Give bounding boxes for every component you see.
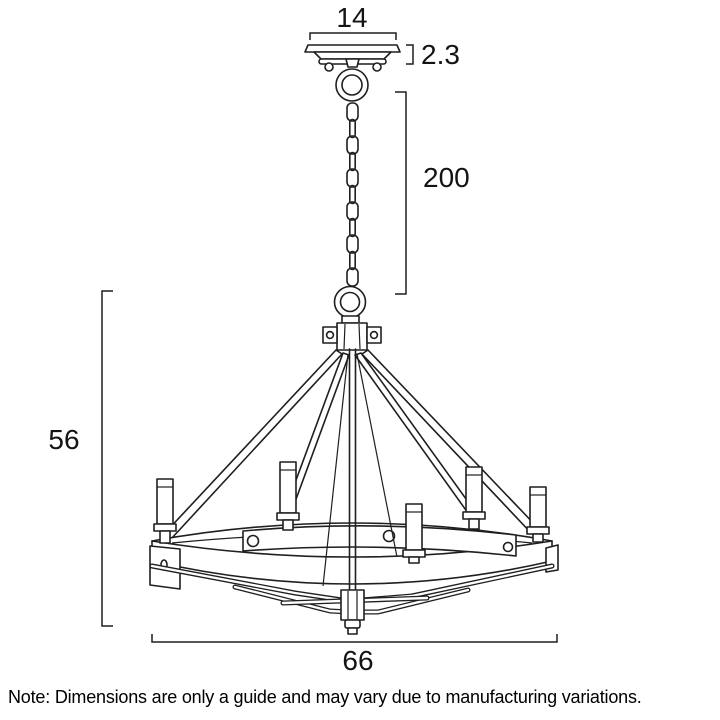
wheel-band [149, 522, 559, 590]
top-hook-ring [335, 68, 369, 102]
band-rivet-hole [502, 541, 514, 553]
canopy-finial-left [324, 62, 334, 72]
band-rivet-hole [246, 534, 260, 548]
bottom-hub [340, 589, 365, 621]
hub-bolt-left [322, 326, 338, 344]
dim-fixture-height: 56 [48, 290, 113, 627]
canopy-finial-right [372, 62, 382, 72]
candle-front-left [276, 461, 300, 531]
center-rod [322, 348, 398, 593]
hanging-chain [346, 102, 359, 287]
rear-wire-right [356, 353, 398, 558]
bottom-finial-tip [347, 627, 358, 635]
dim-label-canopy-height: 2.3 [421, 39, 460, 70]
dim-line-chain-length [395, 91, 407, 295]
candle-front-right [462, 466, 486, 530]
dim-chain-length: 200 [395, 91, 470, 295]
support-arms [164, 349, 540, 540]
dim-label-canopy-width: 14 [336, 2, 367, 33]
ceiling-canopy [304, 44, 401, 72]
arm-outer-right [361, 349, 540, 536]
under-frame-spokes [149, 563, 555, 635]
dim-fixture-width: 66 [151, 634, 558, 676]
bottom-finial [344, 619, 361, 629]
candle-front-far-left [153, 478, 177, 544]
dim-label-fixture-width: 66 [342, 645, 373, 676]
rear-wire-left [322, 353, 349, 587]
candle-front-far-right [526, 486, 550, 543]
dim-canopy-width: 14 [309, 2, 397, 40]
band-rivet-hole [382, 529, 396, 543]
dim-line-fixture-height [101, 290, 113, 627]
canopy-stem [345, 58, 360, 68]
fixture-hook-ring [333, 285, 367, 319]
hub-bolt-right [366, 326, 382, 344]
dim-label-fixture-height: 56 [48, 424, 79, 455]
dim-line-fixture-width [151, 634, 558, 643]
candle-rear [402, 503, 426, 564]
center-hub [322, 315, 382, 351]
dim-canopy-height: 2.3 [406, 39, 460, 70]
dim-line-canopy-width [309, 32, 397, 40]
dim-line-canopy-height [406, 44, 414, 65]
band-front-plate [242, 525, 517, 557]
dim-label-chain-length: 200 [423, 162, 470, 193]
footnote: Note: Dimensions are only a guide and ma… [8, 687, 642, 707]
